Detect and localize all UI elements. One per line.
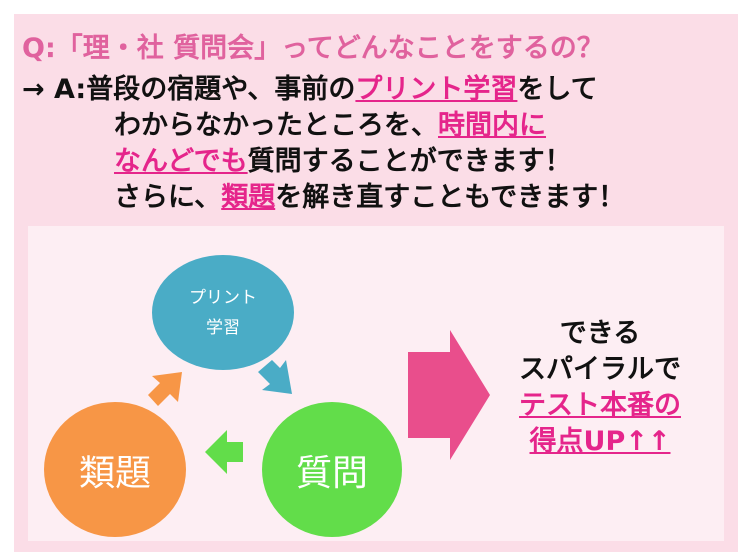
text: をして bbox=[517, 74, 598, 105]
text: さらに、 bbox=[114, 182, 222, 213]
highlight-similar: 類題 bbox=[221, 182, 276, 213]
arrow-green-icon bbox=[227, 442, 243, 462]
label: 学習 bbox=[206, 317, 240, 338]
highlight-in-time: 時間内に bbox=[438, 110, 546, 141]
answer-line-1: → A:普段の宿題や、事前のプリント学習をして bbox=[22, 74, 598, 105]
question-heading: Q:「理・社 質問会」ってどんなことをするの？ bbox=[22, 33, 604, 64]
text: 普段の宿題や、事前の bbox=[86, 74, 356, 105]
label: プリント bbox=[189, 287, 257, 308]
result-highlight: テスト本番の bbox=[519, 390, 681, 421]
highlight-print-study: プリント学習 bbox=[355, 74, 518, 105]
result-text: できる スパイラルで テスト本番の 得点UP↑↑ bbox=[490, 316, 710, 460]
answer-line-2: わからなかったところを、時間内に bbox=[22, 108, 625, 144]
print-study-circle: プリント学習 bbox=[152, 255, 294, 370]
answer-line-4: さらに、類題を解き直すこともできます！ bbox=[22, 180, 625, 216]
result-highlight: 得点UP↑↑ bbox=[529, 426, 671, 457]
big-arrow-icon bbox=[408, 330, 490, 460]
highlight-any-times: なんどでも bbox=[114, 146, 248, 177]
similar-problems-circle: 類題 bbox=[44, 402, 186, 537]
answer-prefix: → A: bbox=[22, 74, 87, 105]
result-line: スパイラルで bbox=[519, 354, 681, 385]
result-line: できる bbox=[559, 318, 641, 349]
text: わからなかったところを、 bbox=[114, 110, 438, 141]
arrow-green-head-icon bbox=[205, 430, 227, 474]
text: を解き直すこともできます！ bbox=[275, 182, 626, 213]
question-circle: 質問 bbox=[262, 402, 402, 537]
text: 質問することができます！ bbox=[247, 146, 572, 177]
arrow-orange-icon bbox=[148, 372, 182, 406]
answer-text: → A:普段の宿題や、事前のプリント学習をして わからなかったところを、時間内に… bbox=[22, 72, 625, 216]
answer-line-3: なんどでも質問することができます！ bbox=[22, 144, 625, 180]
arrow-blue-icon bbox=[258, 360, 292, 394]
